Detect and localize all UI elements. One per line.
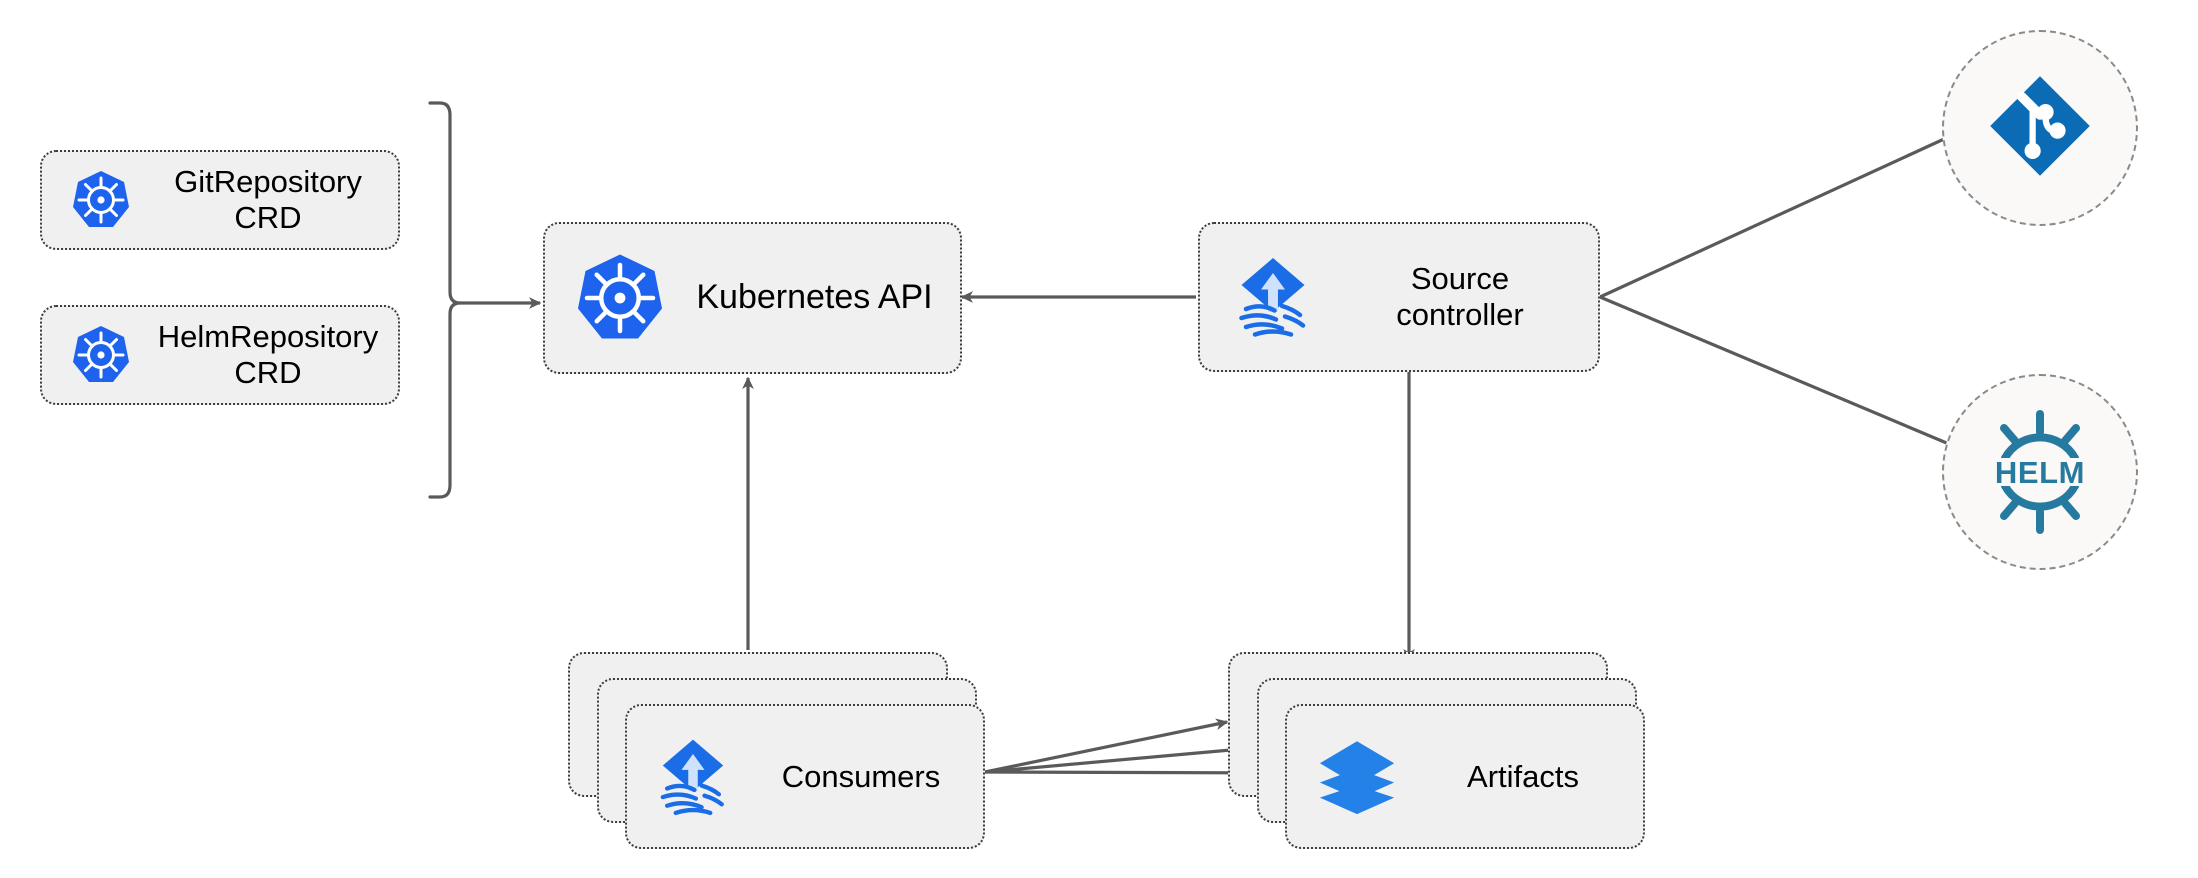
helm-label: HELM bbox=[1995, 454, 2085, 489]
flux-source-controller-icon bbox=[641, 725, 745, 829]
kubernetes-icon bbox=[565, 243, 675, 353]
node-helm-provider[interactable]: HELM bbox=[1942, 374, 2138, 570]
kubernetes-icon bbox=[58, 157, 144, 243]
edge-consumers-to-artifact-mid bbox=[984, 743, 1255, 774]
node-label: Artifacts bbox=[1467, 758, 1579, 794]
node-label: Kubernetes API bbox=[696, 278, 933, 317]
node-git-provider[interactable] bbox=[1942, 30, 2138, 226]
edge-consumers-to-artifact-back bbox=[984, 718, 1229, 774]
node-source-controller[interactable]: Source controller bbox=[1198, 222, 1600, 372]
kubernetes-icon bbox=[58, 312, 144, 398]
node-artifacts[interactable]: Artifacts bbox=[1285, 704, 1645, 849]
node-consumers[interactable]: Consumers bbox=[625, 704, 985, 849]
layers-stack-icon bbox=[1305, 725, 1409, 829]
node-gitrepository-crd[interactable]: GitRepository CRD bbox=[40, 150, 400, 250]
crd-bracket bbox=[428, 101, 462, 499]
git-icon bbox=[1981, 67, 2099, 190]
node-label: Source controller bbox=[1396, 261, 1524, 332]
node-label: Consumers bbox=[781, 758, 941, 794]
node-kubernetes-api[interactable]: Kubernetes API bbox=[543, 222, 962, 374]
edge-source-to-git bbox=[1599, 126, 1970, 299]
node-label: HelmRepository CRD bbox=[157, 319, 379, 390]
edge-source-to-helm bbox=[1599, 295, 1970, 454]
flux-source-controller-icon bbox=[1218, 242, 1328, 352]
helm-wheel-icon: HELM bbox=[1976, 406, 2104, 539]
node-label: GitRepository CRD bbox=[174, 164, 362, 235]
node-helmrepository-crd[interactable]: HelmRepository CRD bbox=[40, 305, 400, 405]
